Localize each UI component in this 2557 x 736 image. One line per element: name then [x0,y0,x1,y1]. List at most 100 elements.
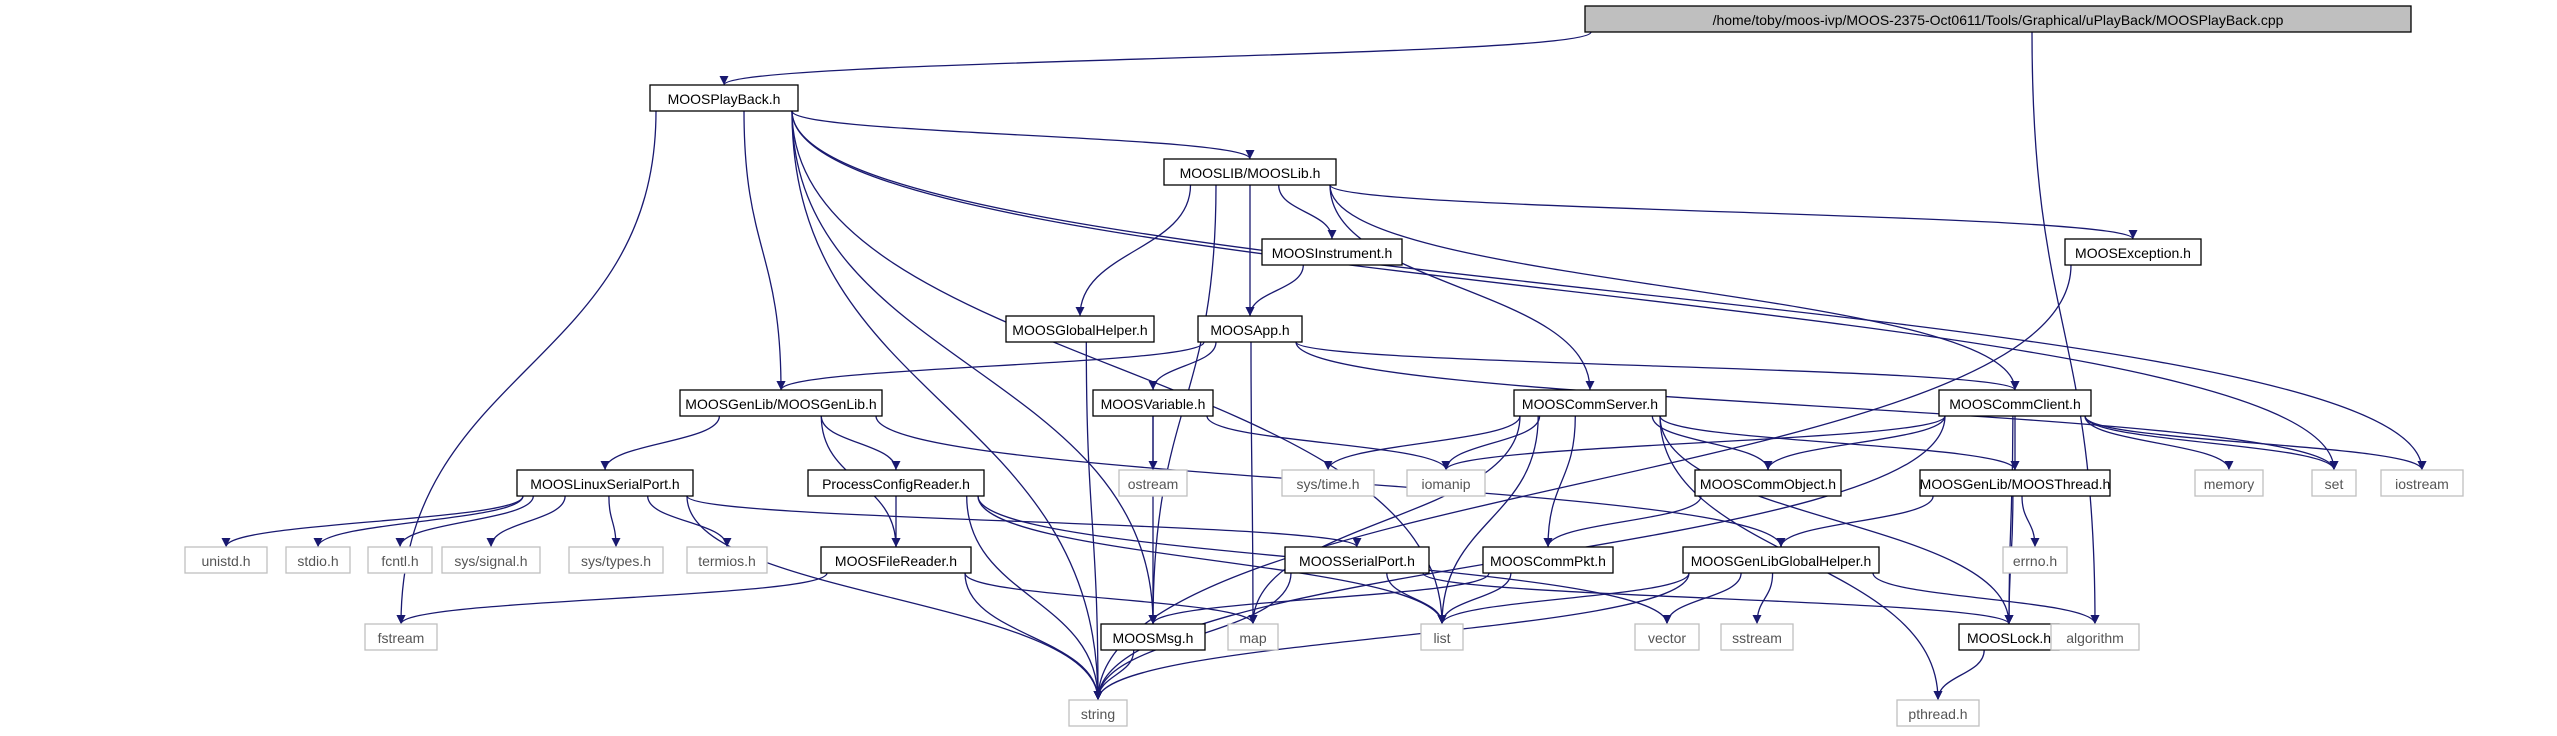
edge-app-to-genlib [776,341,1205,391]
edge-client-to-cobj [1763,415,1946,471]
node-label: ostream [1128,476,1179,492]
node-pkt[interactable]: MOOSCommPkt.h [1482,546,1614,574]
node-box [1720,623,1794,651]
edge-pbh-to-lib [791,110,1255,160]
node-sstream: sstream [1720,623,1794,651]
node-box [2064,238,2202,266]
node-box [1092,389,1214,417]
node-box [1118,469,1188,497]
node-box [2002,546,2068,574]
edge-server-to-thread [1659,415,2020,471]
node-box [2380,469,2464,497]
node-msg[interactable]: MOOSMsg.h [1100,623,1206,651]
node-label: sys/types.h [581,553,651,569]
node-box [1694,469,1842,497]
edge-linux-to-termios [647,495,732,548]
node-box [1513,389,1667,417]
edge-client-to-memory [2084,415,2234,471]
node-label: /home/toby/moos-ivp/MOOS-2375-Oct0611/To… [1713,12,2284,28]
node-lib[interactable]: MOOSLIB/MOOSLib.h [1163,158,1337,186]
node-app[interactable]: MOOSApp.h [1197,315,1303,343]
node-fstream: fstream [364,623,438,651]
node-lock[interactable]: MOOSLock.h [1958,623,2060,651]
node-label: set [2325,476,2344,492]
nodes: /home/toby/moos-ivp/MOOS-2375-Oct0611/To… [184,5,2464,727]
node-genlib[interactable]: MOOSGenLib/MOOSGenLib.h [679,389,883,417]
node-box [1634,623,1700,651]
node-label: list [1433,630,1450,646]
node-box [1482,546,1614,574]
node-systime: sys/time.h [1281,469,1375,497]
node-glob[interactable]: MOOSGlobalHelper.h [1005,315,1155,343]
edge-server-to-iomanip [1441,415,1541,471]
node-pcr[interactable]: ProcessConfigReader.h [807,469,985,497]
edge-fread-to-string [964,572,1103,701]
node-box [1584,5,2412,33]
edge-pbh-to-list [791,110,1447,625]
node-label: sys/time.h [1296,476,1359,492]
edge-client-to-iostream [2084,415,2427,471]
node-set: set [2311,469,2357,497]
node-label: MOOSGenLib/MOOSGenLib.h [685,396,876,412]
edge-app-to-var [1148,341,1217,391]
edge-ghelp-to-sstream [1752,572,1774,625]
edge-serial-to-list [1386,572,1447,625]
node-label: MOOSApp.h [1210,322,1289,338]
node-label: ProcessConfigReader.h [822,476,970,492]
edge-msg-to-string [1093,649,1135,701]
node-box [1406,469,1486,497]
node-thread[interactable]: MOOSGenLib/MOOSThread.h [1919,469,2111,497]
node-box [367,546,433,574]
node-pbh[interactable]: MOOSPlayBack.h [649,84,799,112]
node-linux[interactable]: MOOSLinuxSerialPort.h [516,469,694,497]
node-fread[interactable]: MOOSFileReader.h [820,546,972,574]
edge-root-to-algorithm [2031,31,2100,625]
node-box [441,546,541,574]
node-termios: termios.h [686,546,768,574]
edge-linux-to-syssignal [486,495,566,548]
node-root[interactable]: /home/toby/moos-ivp/MOOS-2375-Oct0611/To… [1584,5,2412,33]
edge-lib-to-inst [1278,184,1337,240]
node-box [1281,469,1375,497]
node-memory: memory [2194,469,2264,497]
edge-pbh-to-set [791,110,2339,471]
edge-cobj-to-pkt [1543,495,1702,548]
node-label: sys/signal.h [454,553,527,569]
node-server[interactable]: MOOSCommServer.h [1513,389,1667,417]
node-box [1197,315,1303,343]
node-box [285,546,351,574]
node-label: MOOSMsg.h [1113,630,1194,646]
edge-genlib-to-linux [600,415,721,471]
edge-lib-to-exc [1329,184,2138,240]
edge-client-to-iomanip [1441,415,1946,471]
node-box [1005,315,1155,343]
node-label: iostream [2395,476,2449,492]
node-label: algorithm [2066,630,2124,646]
node-serial[interactable]: MOOSSerialPort.h [1284,546,1430,574]
node-inst[interactable]: MOOSInstrument.h [1261,238,1403,266]
edge-var-to-iomanip [1206,415,1451,471]
edge-server-to-map [1248,415,1521,625]
node-var[interactable]: MOOSVariable.h [1092,389,1214,417]
node-label: MOOSVariable.h [1101,396,1206,412]
node-client[interactable]: MOOSCommClient.h [1938,389,2092,417]
node-box [2050,623,2140,651]
edge-app-to-map [1248,341,1258,625]
edge-linux-to-systypes [608,495,621,548]
node-label: MOOSCommObject.h [1700,476,1836,492]
node-label: MOOSLock.h [1967,630,2051,646]
edge-glob-to-string [1085,341,1103,701]
node-label: MOOSCommClient.h [1949,396,2080,412]
node-label: map [1239,630,1266,646]
edge-app-to-set [1295,341,2339,471]
edge-server-to-cobj [1651,415,1773,471]
node-label: MOOSGlobalHelper.h [1012,322,1147,338]
node-box [686,546,768,574]
node-ghelp[interactable]: MOOSGenLibGlobalHelper.h [1682,546,1880,574]
node-exc[interactable]: MOOSException.h [2064,238,2202,266]
node-cobj[interactable]: MOOSCommObject.h [1694,469,1842,497]
node-label: MOOSFileReader.h [835,553,957,569]
node-label: MOOSSerialPort.h [1299,553,1415,569]
edge-lock-to-pthread [1933,649,1985,701]
node-label: MOOSException.h [2075,245,2191,261]
